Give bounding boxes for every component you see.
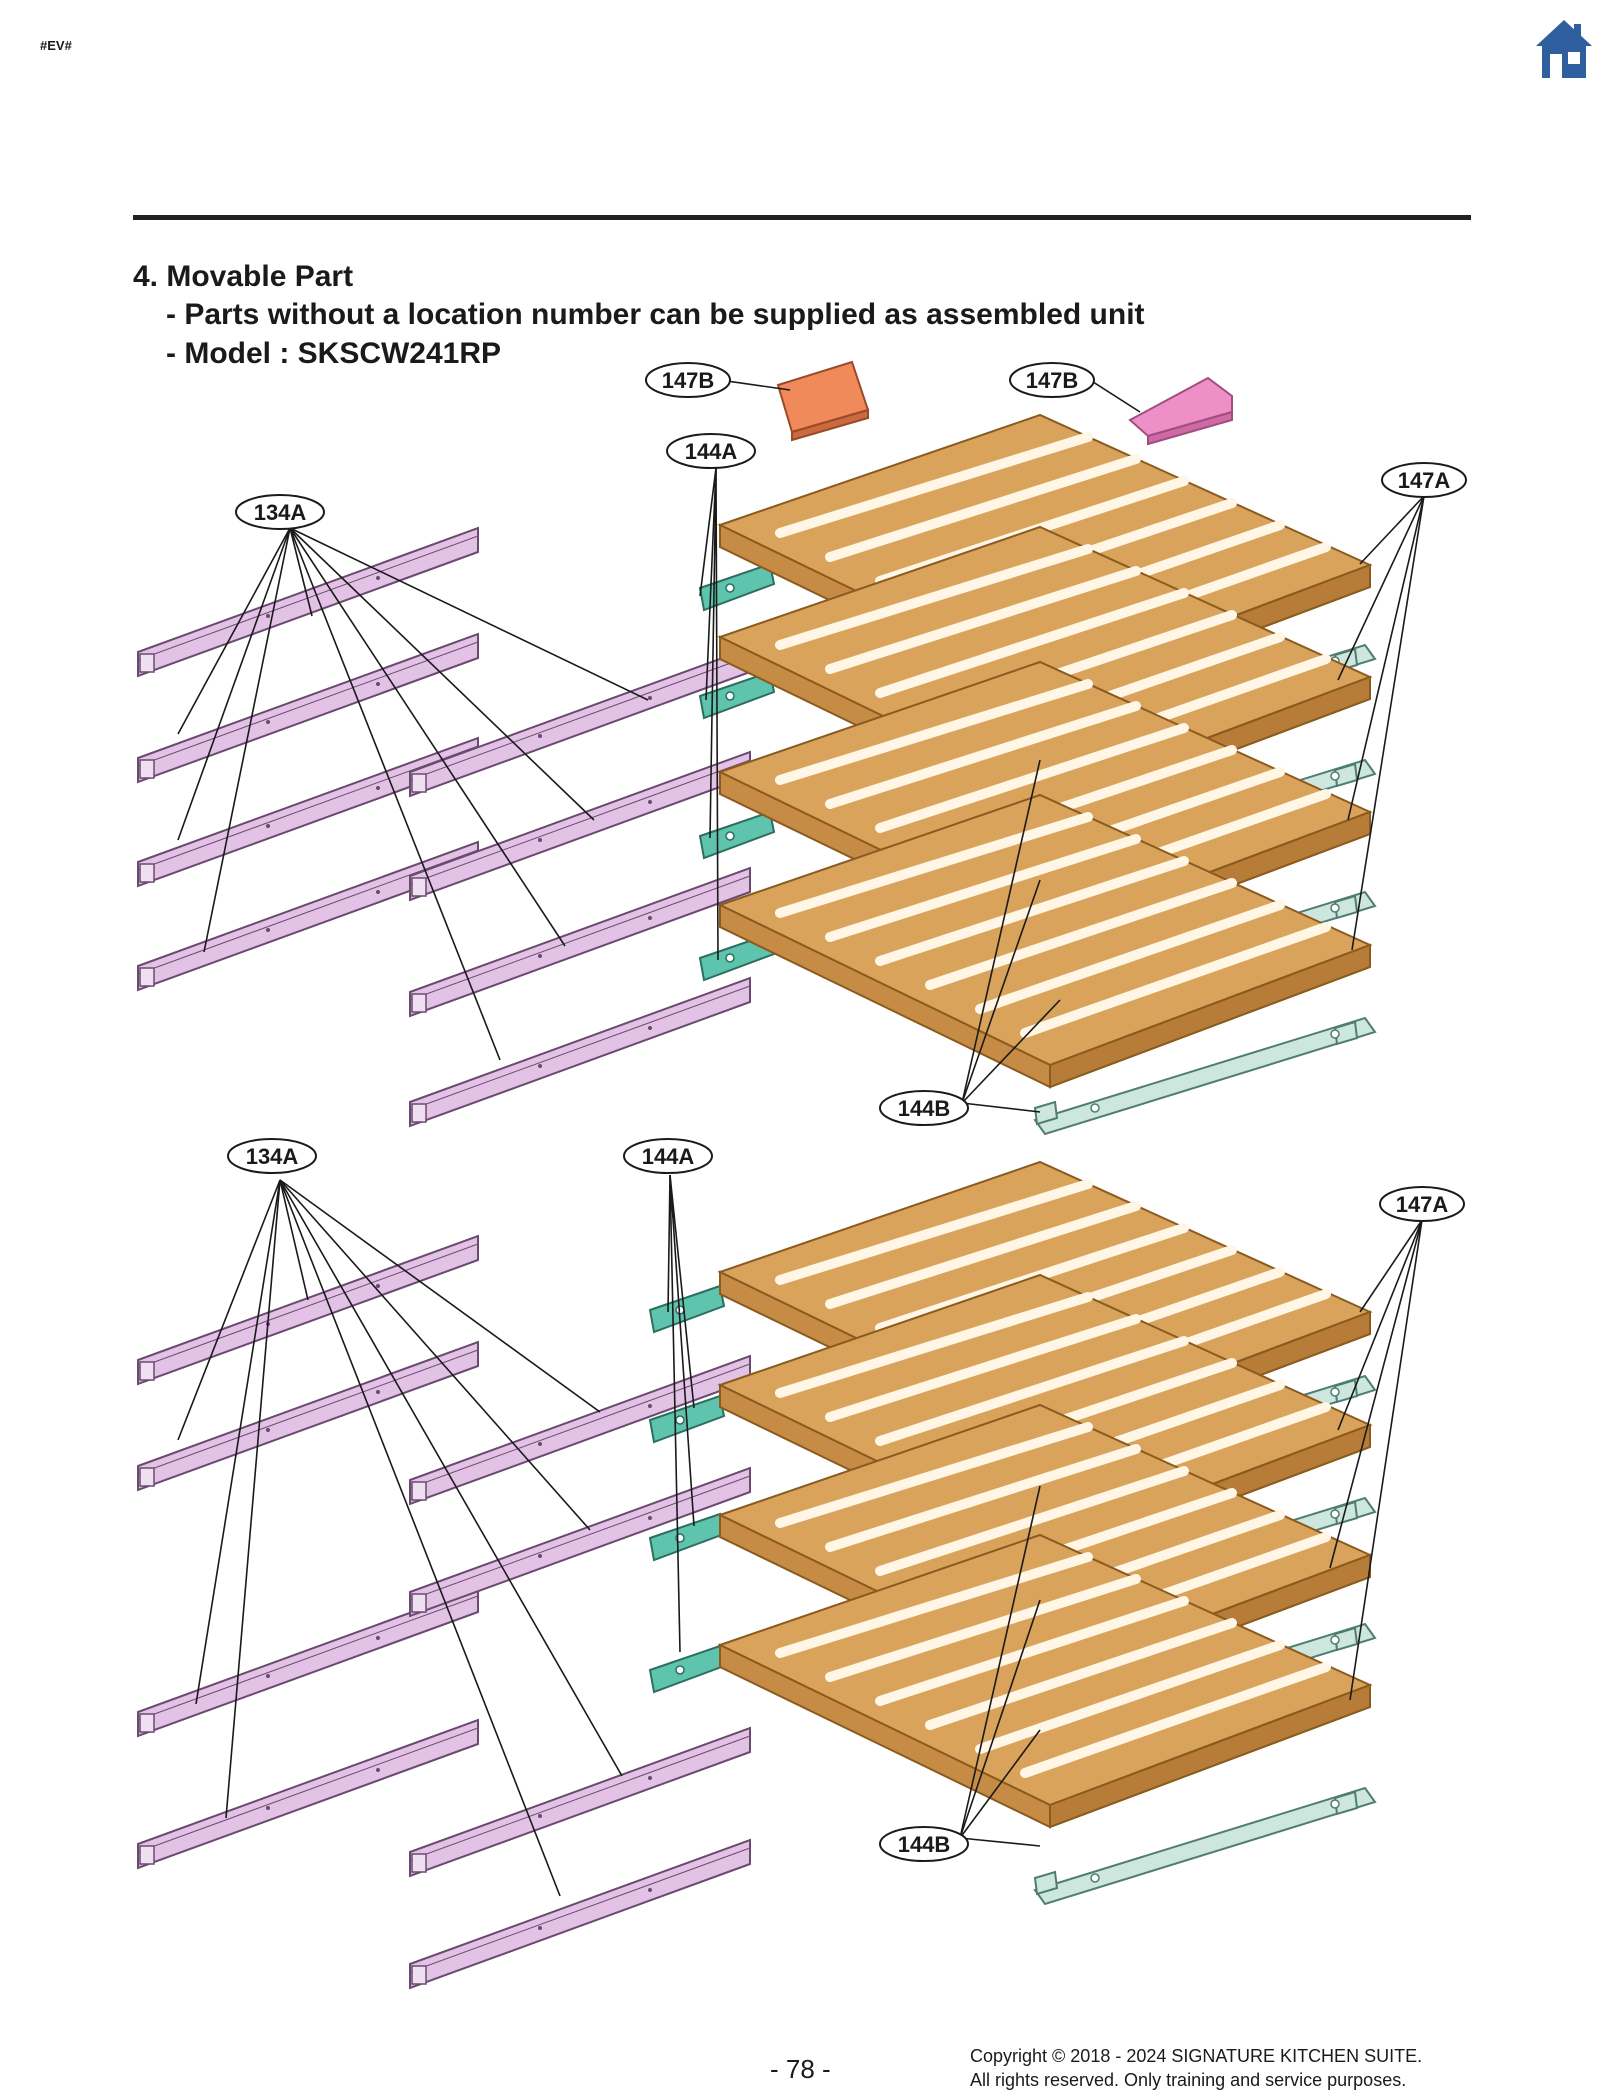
assembly-note: - Parts without a location number can be… [166,298,1145,331]
callout-144b-bottom-label: 144B [898,1832,951,1857]
copyright-line-2: All rights reserved. Only training and s… [970,2070,1407,2090]
bracket-left-bottom-4 [649,1645,725,1693]
rail-top-mid-3 [409,867,751,1017]
document-tag: #EV# [40,38,72,53]
model-label: - Model : SKSCW241RP [166,337,502,370]
copyright-line-1: Copyright © 2018 - 2024 SIGNATURE KITCHE… [970,2046,1423,2066]
rail-top-mid-4 [409,977,751,1127]
rail-bottom-mid-4 [409,1839,751,1989]
bottle-holder-pink [1128,376,1233,446]
bracket-left-bottom-1 [649,1285,725,1333]
callout-144b-top: 144B [879,1090,969,1126]
callout-147b-left: 147B [645,362,731,398]
callout-134a-top-label: 134A [254,500,307,525]
callout-147a-top-label: 147A [1398,468,1451,493]
header-divider [133,215,1471,220]
callout-134a-top: 134A [235,494,325,530]
callout-144b-top-label: 144B [898,1096,951,1121]
callout-144a-bottom-label: 144A [642,1144,695,1169]
page-number: - 78 - [770,2054,831,2084]
rail-bottom-mid-1 [409,1355,751,1505]
callout-147a-bottom-label: 147A [1396,1192,1449,1217]
callout-147a-bottom: 147A [1379,1186,1465,1222]
copyright-notice: Copyright © 2018 - 2024 SIGNATURE KITCHE… [970,2044,1422,2092]
bottle-holder-orange [776,360,870,442]
callout-134a-bottom-label: 134A [246,1144,299,1169]
section-title: 4. Movable Part [133,260,354,293]
callout-144b-bottom: 144B [879,1826,969,1862]
callout-144a-bottom: 144A [623,1138,713,1174]
leader-lines [177,379,1425,1897]
callout-144a-top-label: 144A [685,439,738,464]
callout-147a-top: 147A [1381,462,1467,498]
callout-147b-right-label: 147B [1026,368,1079,393]
callout-147b-left-label: 147B [662,368,715,393]
callout-144a-top: 144A [666,433,756,469]
callout-134a-bottom: 134A [227,1138,317,1174]
home-icon[interactable] [1534,18,1594,80]
callout-147b-right: 147B [1009,362,1095,398]
